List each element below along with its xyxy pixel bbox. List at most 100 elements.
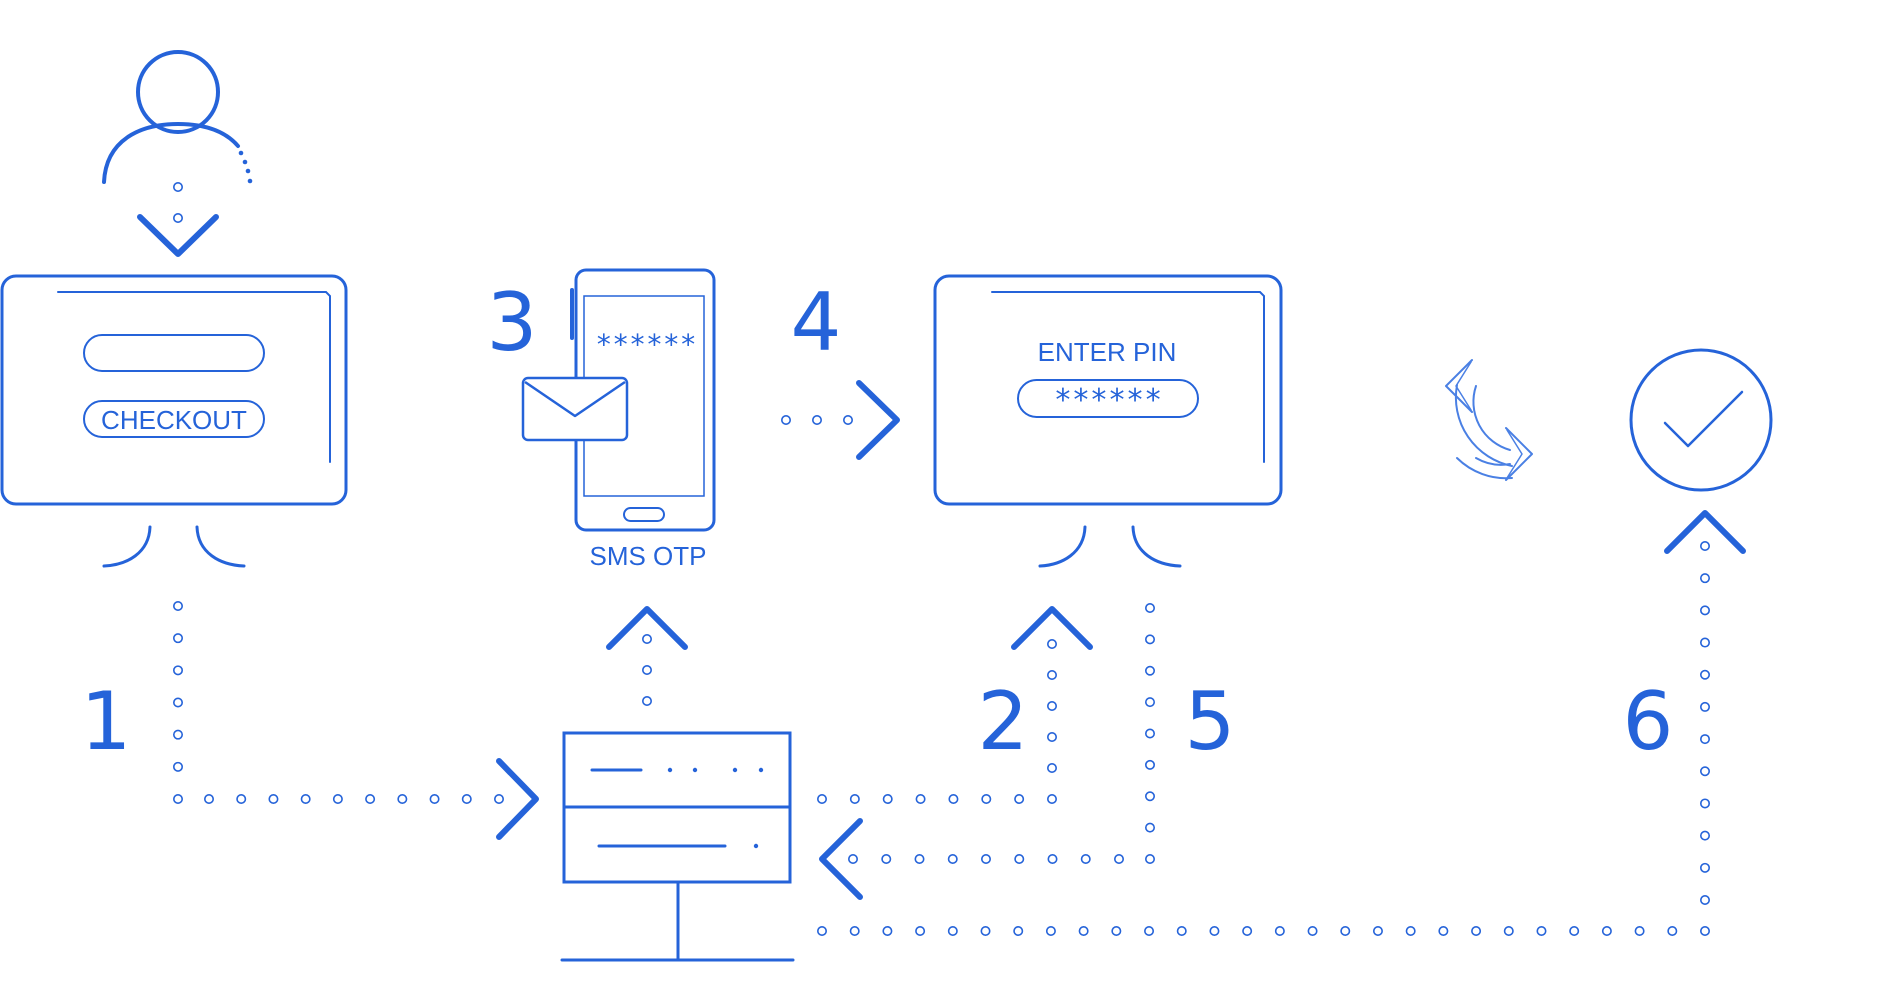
connector-dot bbox=[1145, 791, 1156, 802]
chevron-up-icon bbox=[606, 606, 688, 650]
connector-dot bbox=[1145, 697, 1156, 708]
connector-dot bbox=[1078, 925, 1089, 936]
connector-dot bbox=[847, 853, 858, 864]
server-indicator-dots bbox=[667, 767, 764, 849]
connector-dot bbox=[461, 793, 472, 804]
connector-dot bbox=[1145, 759, 1156, 770]
connector-dot bbox=[849, 925, 860, 936]
user-progress-dots bbox=[238, 150, 253, 184]
connector-dot bbox=[1667, 925, 1678, 936]
connector-dot bbox=[1145, 634, 1156, 645]
connector-dot bbox=[173, 665, 184, 676]
connector-dot bbox=[980, 925, 991, 936]
connector-dot bbox=[493, 793, 504, 804]
connector-dot bbox=[1045, 925, 1056, 936]
connector-dot bbox=[1700, 766, 1711, 777]
connector-dot bbox=[1014, 853, 1025, 864]
connector-dot bbox=[173, 729, 184, 740]
checkout-button-label: CHECKOUT bbox=[101, 405, 247, 435]
connector-dot bbox=[980, 853, 991, 864]
connector-dot bbox=[173, 761, 184, 772]
connector-dot bbox=[1047, 638, 1058, 649]
connector-dot bbox=[173, 182, 184, 193]
connector-dot bbox=[1700, 637, 1711, 648]
connector-dot bbox=[914, 853, 925, 864]
connector-dot bbox=[1634, 925, 1645, 936]
step-number-5: 5 bbox=[1185, 675, 1236, 768]
connector-dot bbox=[915, 793, 926, 804]
pin-input-field[interactable]: ****** bbox=[1017, 379, 1199, 418]
flow-arrowheads bbox=[137, 214, 1746, 900]
connector-dot bbox=[1503, 925, 1514, 936]
connector-dot bbox=[1145, 728, 1156, 739]
chevron-left-icon bbox=[819, 818, 863, 900]
connector-dot bbox=[1014, 793, 1025, 804]
connector-dot bbox=[1176, 925, 1187, 936]
connector-dot bbox=[1700, 701, 1711, 712]
connector-dot bbox=[1700, 925, 1711, 936]
connector-dot bbox=[811, 414, 822, 425]
connector-dot bbox=[780, 414, 791, 425]
envelope-icon bbox=[521, 376, 629, 442]
connector-dot bbox=[1536, 925, 1547, 936]
connector-dot bbox=[1047, 853, 1058, 864]
server-icon bbox=[560, 731, 795, 962]
connector-dot bbox=[1080, 853, 1091, 864]
connector-dot bbox=[1047, 700, 1058, 711]
connector-dot bbox=[204, 793, 215, 804]
connector-dot bbox=[1700, 798, 1711, 809]
connector-dot bbox=[641, 664, 652, 675]
connector-dot bbox=[1047, 669, 1058, 680]
dotted-connectors bbox=[173, 182, 1711, 936]
connector-dot bbox=[816, 925, 827, 936]
connector-dot bbox=[332, 793, 343, 804]
connector-dot bbox=[300, 793, 311, 804]
phone-caption: SMS OTP bbox=[589, 541, 706, 571]
connector-dot bbox=[1307, 925, 1318, 936]
chevron-right-icon bbox=[496, 758, 539, 840]
step-number-6: 6 bbox=[1623, 675, 1674, 768]
connector-dot bbox=[1013, 925, 1024, 936]
connector-dot bbox=[1700, 734, 1711, 745]
connector-dot bbox=[173, 213, 184, 224]
step-number-4: 4 bbox=[791, 276, 842, 369]
phone-masked-code: ****** bbox=[595, 328, 696, 361]
connector-dot bbox=[1145, 822, 1156, 833]
connector-dot bbox=[1145, 665, 1156, 676]
connector-dot bbox=[1700, 894, 1711, 905]
connector-dot bbox=[882, 925, 893, 936]
connector-dot bbox=[641, 695, 652, 706]
connector-dot bbox=[882, 793, 893, 804]
connector-dot bbox=[1471, 925, 1482, 936]
connector-dot bbox=[1274, 925, 1285, 936]
chevron-down-icon bbox=[137, 214, 219, 257]
connector-dot bbox=[881, 853, 892, 864]
checkout-monitor bbox=[0, 274, 348, 568]
connector-dot bbox=[173, 600, 184, 611]
connector-dot bbox=[397, 793, 408, 804]
connector-dot bbox=[1700, 862, 1711, 873]
connector-dot bbox=[268, 793, 279, 804]
connector-dot bbox=[915, 925, 926, 936]
connector-dot bbox=[947, 925, 958, 936]
connector-dot bbox=[1700, 669, 1711, 680]
pin-masked-value: ****** bbox=[1054, 383, 1162, 418]
check-circle-icon bbox=[1629, 348, 1773, 492]
connector-dot bbox=[1438, 925, 1449, 936]
chevron-up-icon bbox=[1664, 510, 1746, 554]
connector-dot bbox=[1700, 605, 1711, 616]
connector-dot bbox=[1111, 925, 1122, 936]
connector-dot bbox=[236, 793, 247, 804]
connector-dot bbox=[1145, 853, 1156, 864]
connector-dot bbox=[849, 793, 860, 804]
pin-title: ENTER PIN bbox=[1038, 337, 1177, 367]
checkout-button[interactable]: CHECKOUT bbox=[83, 400, 265, 438]
connector-dot bbox=[173, 793, 184, 804]
connector-dot bbox=[1144, 925, 1155, 936]
checkout-input-field[interactable] bbox=[83, 334, 265, 372]
connector-dot bbox=[981, 793, 992, 804]
step-number-2: 2 bbox=[978, 675, 1029, 768]
connector-dot bbox=[1700, 573, 1711, 584]
connector-dot bbox=[1242, 925, 1253, 936]
